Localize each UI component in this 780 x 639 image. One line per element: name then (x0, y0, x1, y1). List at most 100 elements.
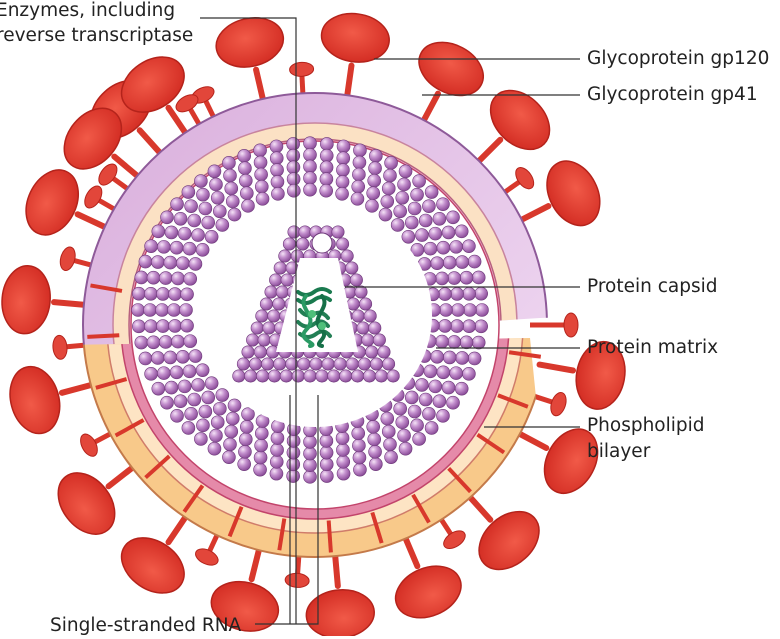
capsid-sphere (454, 381, 469, 396)
rna-leader-line (255, 395, 319, 625)
capsid-sphere (335, 187, 349, 201)
capsid-sphere (436, 409, 450, 423)
gp120-knob (305, 589, 375, 636)
capsid-sphere (319, 160, 334, 175)
cone-sphere (333, 357, 347, 371)
gp41-stalk (165, 104, 191, 139)
gp41-stalk (58, 381, 98, 396)
capsid-sphere (428, 226, 443, 241)
capsid-sphere (239, 420, 254, 434)
capsid-sphere (454, 224, 469, 239)
bilayer-rod (87, 333, 120, 339)
cone-sphere (349, 273, 363, 287)
capsid-sphere (160, 395, 174, 410)
capsid-sphere (254, 179, 269, 194)
capsid-sphere (170, 409, 184, 423)
gp120-knob (543, 428, 599, 494)
capsid-sphere (303, 470, 317, 484)
cone-sphere (275, 285, 289, 299)
cone-sphere (351, 309, 365, 323)
capsid-sphere (204, 229, 219, 244)
gp41-stalk (513, 429, 550, 452)
capsid-sphere (412, 174, 426, 188)
bilayer-rod (326, 520, 333, 553)
bilayer-rod (182, 484, 205, 513)
cone-sphere (345, 357, 359, 371)
capsid-sphere (415, 378, 429, 392)
cone-sphere (361, 333, 375, 347)
cone-sphere (236, 357, 250, 371)
capsid-sphere (215, 218, 230, 232)
gp120-knob (25, 169, 79, 236)
capsid-sphere (463, 303, 477, 317)
capsid-sphere (462, 286, 476, 301)
capsid-sphere (204, 376, 219, 391)
capsid-sphere (177, 226, 192, 241)
capsid-sphere (238, 161, 252, 176)
capsid-sphere (158, 335, 173, 349)
capsid-sphere (351, 426, 366, 441)
capsid-sphere (187, 213, 202, 228)
capsid-sphere (319, 183, 333, 198)
capsid-sphere (303, 136, 317, 150)
capsid-sphere (286, 434, 301, 448)
capsid-sphere (201, 390, 216, 405)
capsid-sphere (207, 164, 222, 179)
capsid-sphere (198, 201, 213, 216)
capsid-sphere (225, 411, 240, 426)
cone-sphere (331, 225, 345, 239)
cone-sphere (340, 249, 354, 263)
capsid-sphere (404, 215, 419, 230)
capsid-sphere (303, 182, 317, 197)
capsid-sphere (319, 172, 334, 186)
leader-lines (200, 17, 580, 625)
capsid-sphere (144, 319, 158, 334)
capsid-sphere (187, 392, 202, 407)
capsid-sphere (369, 457, 383, 471)
gp41-stalk (419, 90, 442, 127)
capsid-sphere (450, 287, 464, 301)
capsid-sphere (474, 286, 488, 301)
capsid-sphere (195, 363, 210, 377)
cone-sphere (278, 249, 292, 263)
cone-sphere (365, 345, 379, 359)
capsid-sphere (381, 424, 396, 439)
cone-sphere (261, 357, 275, 371)
capsid-sphere (432, 211, 447, 226)
gp41-cap (563, 312, 579, 338)
cone-sphere (309, 357, 323, 371)
capsid-sphere (270, 163, 284, 177)
capsid-sphere (395, 415, 410, 430)
capsid-sphere (168, 319, 182, 333)
capsid-sphere (286, 148, 301, 163)
bilayer-rod (411, 493, 431, 524)
cone-sphere (250, 321, 264, 335)
gp41-stalk (136, 127, 166, 159)
bilayer-rods (87, 283, 542, 553)
capsid-sphere (336, 151, 351, 165)
capsid-sphere (270, 443, 284, 457)
cone-sphere (327, 369, 341, 383)
capsid-sphere (286, 172, 301, 186)
bilayer-rod (476, 432, 506, 455)
capsid-sphere (449, 366, 463, 380)
capsid-sphere (319, 148, 334, 163)
cone-sphere (369, 357, 383, 371)
capsid-sphere (131, 303, 145, 317)
capsid-sphere (439, 303, 453, 317)
capsid-sphere (167, 303, 181, 317)
capsid-sphere (180, 287, 194, 302)
capsid-sphere (207, 441, 222, 456)
capsid-sphere (428, 379, 443, 394)
cone-sphere (241, 345, 255, 359)
capsid-sphere (422, 407, 436, 421)
capsid-sphere (201, 215, 216, 230)
capsid-sphere (455, 255, 469, 269)
gp41-cap (550, 391, 567, 417)
cone-sphere (280, 273, 294, 287)
gp41-stalk (111, 153, 144, 182)
capsid-sphere (188, 349, 203, 363)
capsid-sphere (177, 379, 192, 394)
capsid-sphere (353, 143, 367, 158)
capsid-sphere (471, 270, 486, 285)
